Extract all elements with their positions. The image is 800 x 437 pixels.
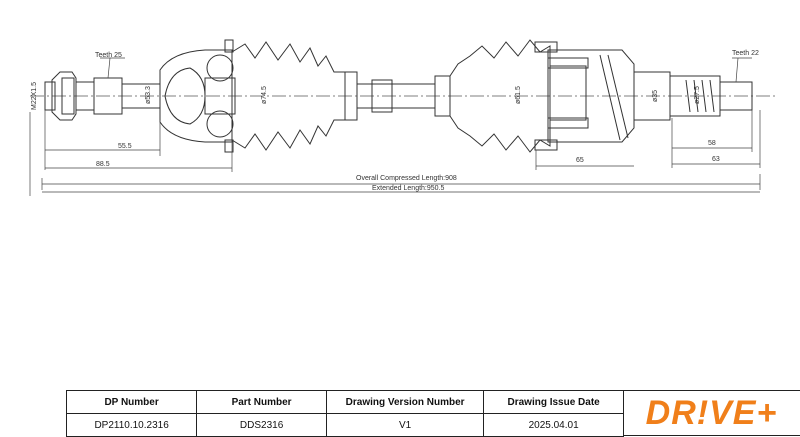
value-part-number: DDS2316 (196, 413, 327, 437)
value-drawing-version: V1 (325, 413, 485, 437)
dim-88-5-label: 88.5 (96, 161, 110, 168)
teeth-left-label: Teeth 25 (95, 52, 122, 59)
outer-cv-ball-bottom (206, 110, 234, 138)
dim-58-label: 58 (708, 140, 716, 147)
left-thread (44, 81, 56, 111)
teeth-right-label: Teeth 22 (732, 50, 759, 57)
header-drawing-version: Drawing Version Number (325, 390, 485, 414)
value-dp-number: DP2110.10.2316 (65, 413, 198, 437)
logo-cell: DR!VE+ (623, 390, 800, 436)
inner-cv-housing (547, 49, 635, 143)
extended-length-label: Extended Length:950.5 (372, 185, 445, 192)
value-issue-date: 2025.04.01 (483, 413, 624, 437)
header-part-number: Part Number (196, 390, 327, 414)
header-issue-date: Drawing Issue Date (483, 390, 624, 414)
outer-cv-ball-top (206, 54, 234, 82)
title-block-table: DP Number Part Number Drawing Version Nu… (65, 390, 624, 437)
header-dp-number: DP Number (65, 390, 198, 414)
overall-length-label: Overall Compressed Length:908 (356, 175, 457, 182)
dim-65-label: 65 (576, 157, 584, 164)
title-block: DP Number Part Number Drawing Version Nu… (65, 390, 800, 437)
dia-74-5-label: ø74.5 (261, 86, 268, 104)
dim-55-5-label: 55.5 (118, 143, 132, 150)
dia-61-5-label: ø61.5 (515, 86, 522, 104)
right-boot (449, 39, 551, 153)
dia-53-3-label: ø53.3 (145, 86, 152, 104)
left-nut (51, 71, 77, 121)
drive-logo: DR!VE+ (645, 394, 778, 432)
dim-63-label: 63 (712, 156, 720, 163)
tripod-roller (549, 65, 587, 121)
thread-label: M22X1.5 (31, 82, 38, 110)
dia-35-label: ø35 (652, 90, 659, 102)
dia-27-5-label: ø27.5 (694, 86, 701, 104)
left-shaft-neck (75, 81, 95, 111)
left-stub-end (61, 77, 75, 115)
